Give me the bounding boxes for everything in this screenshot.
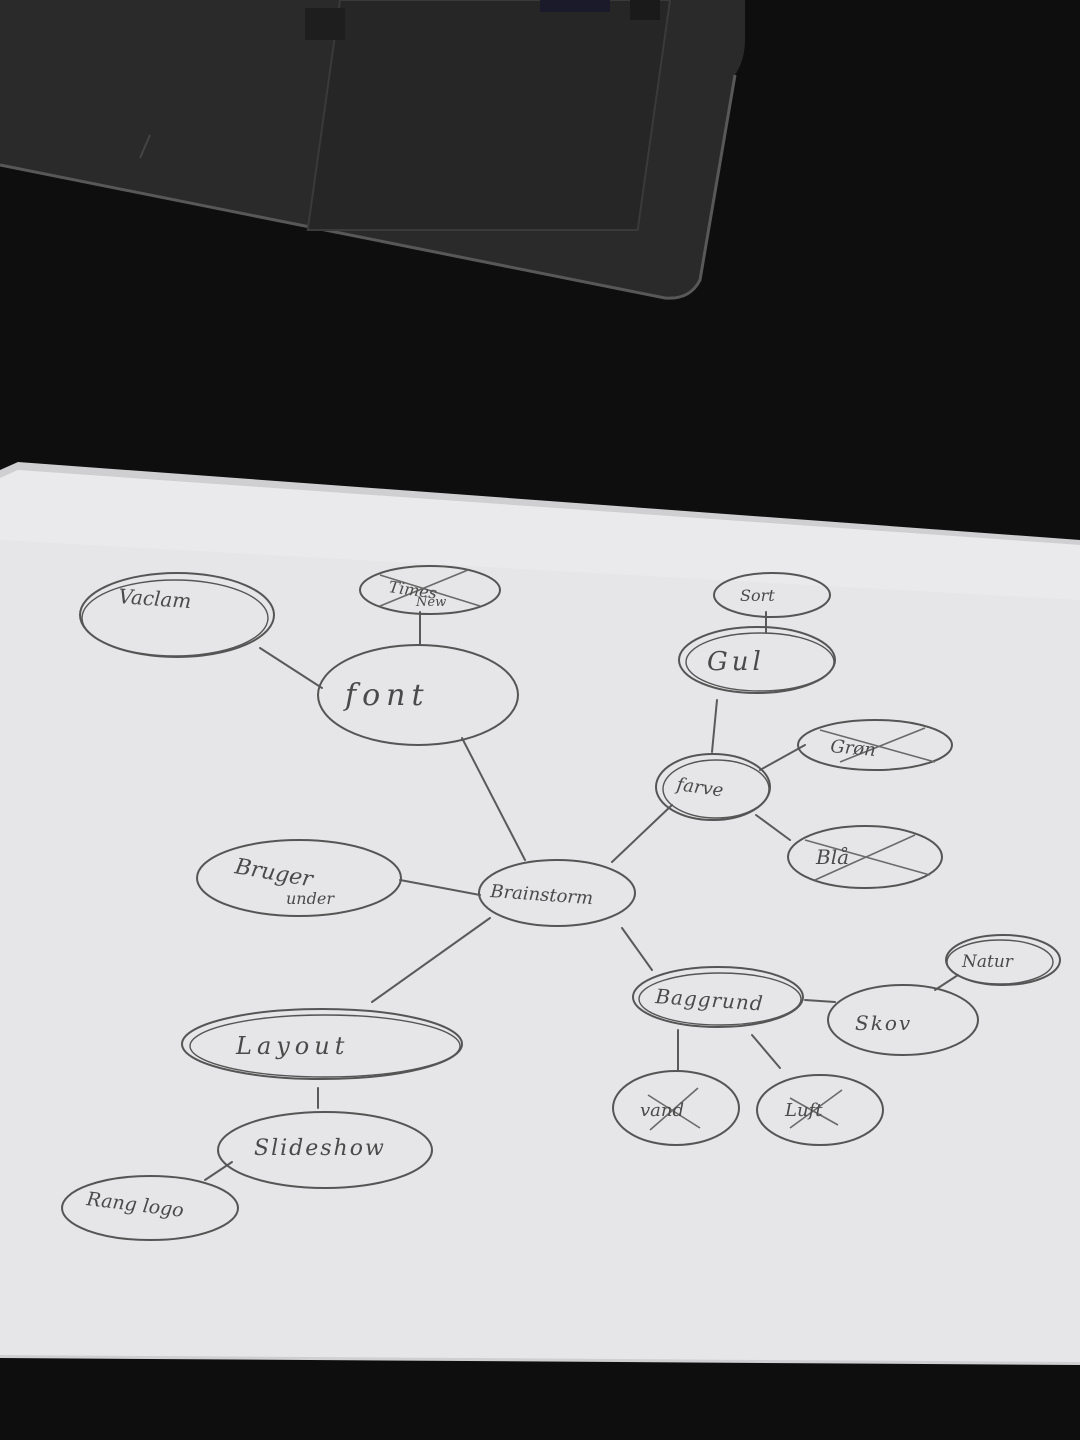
bubble-brainstorm xyxy=(478,859,636,927)
label-luft: Luft xyxy=(784,1100,823,1121)
label-font: font xyxy=(343,678,430,713)
bubble-natur xyxy=(945,934,1061,986)
label-sort: Sort xyxy=(740,586,775,605)
bubble-slideshow xyxy=(217,1111,433,1189)
label-bruger-line2: under xyxy=(286,889,335,908)
bubble-sort xyxy=(713,572,831,618)
bubble-blaa xyxy=(787,825,943,889)
bubble-baggrund xyxy=(632,966,804,1028)
laptop-trackpad xyxy=(306,0,672,231)
bubble-rang-logo xyxy=(61,1175,239,1241)
label-gul: Gul xyxy=(707,647,765,677)
cross-out-marks xyxy=(379,569,936,1131)
bubble-times xyxy=(359,565,501,615)
bubble-gul xyxy=(678,626,836,694)
bubble-vaclam xyxy=(79,572,275,658)
label-vand: vand xyxy=(640,1100,684,1121)
label-natur: Natur xyxy=(961,952,1014,972)
bubble-groen xyxy=(797,719,953,771)
bubble-luft xyxy=(756,1074,884,1146)
bubble-layout xyxy=(181,1008,463,1080)
connector-lines xyxy=(204,611,959,1181)
bubble-font xyxy=(317,644,519,746)
label-vaclam: Vaclam xyxy=(118,584,193,613)
laptop xyxy=(0,0,745,300)
label-times-line2: New xyxy=(415,595,446,610)
label-skov: Skov xyxy=(855,1011,912,1035)
label-groen: Grøn xyxy=(830,736,877,761)
label-layout: Layout xyxy=(235,1032,349,1060)
label-blaa: Blå xyxy=(815,845,849,869)
paper-sheet xyxy=(0,462,1080,1365)
bubble-farve xyxy=(655,753,771,821)
bubble-skov xyxy=(827,984,979,1056)
bubble-bruger xyxy=(196,839,402,917)
bubble-vand xyxy=(612,1070,740,1146)
label-slideshow: Slideshow xyxy=(254,1136,386,1161)
